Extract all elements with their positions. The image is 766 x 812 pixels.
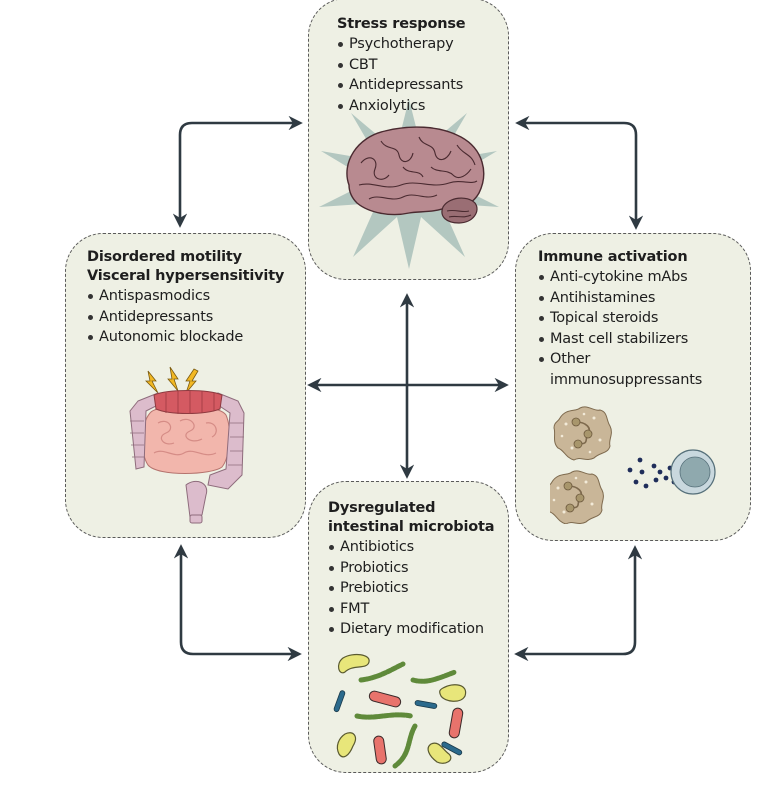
arrow-stress-immune [515, 115, 644, 230]
mast-cell-icon [553, 406, 612, 461]
immune-activation-title: Immune activation [538, 249, 688, 265]
immune-cells-icon [550, 406, 716, 524]
microbiota-node: Dysregulated intestinal microbiota Antib… [308, 481, 509, 773]
lymphocyte-icon [670, 449, 716, 495]
treatment-item: Autonomic blockade [87, 327, 284, 348]
treatment-item: Mast cell stabilizers [538, 329, 702, 350]
intestine-icon [129, 366, 245, 524]
immune-treatments: Anti-cytokine mAbs Antihistamines Topica… [538, 267, 702, 390]
motility-treatments: Antispasmodics Antidepressants Autonomic… [87, 286, 284, 348]
treatment-item: Antispasmodics [87, 286, 284, 307]
motility-title-line2: Visceral hypersensitivity [87, 268, 285, 284]
arrow-immune-microbiota [514, 545, 643, 662]
disordered-motility-node: Disordered motility Visceral hypersensit… [65, 233, 306, 538]
treatment-item: Anti-cytokine mAbs [538, 267, 702, 288]
treatment-item: Dietary modification [328, 619, 494, 640]
treatment-item: CBT [337, 55, 465, 76]
bacteria-icon [333, 653, 467, 769]
mast-cell-icon [550, 470, 604, 524]
treatment-item: Other [538, 349, 702, 370]
treatment-item: Prebiotics [328, 578, 494, 599]
microbiota-treatments: Antibiotics Probiotics Prebiotics FMT Di… [328, 537, 494, 640]
arrow-stress-motility [172, 115, 303, 228]
brain-icon [346, 126, 485, 224]
stress-response-title: Stress response [337, 16, 466, 32]
treatment-item: Antidepressants [87, 307, 284, 328]
arrow-motility-microbiota [173, 544, 302, 662]
microbiota-title-line2: intestinal microbiota [328, 519, 495, 535]
treatment-item-continuation: immunosuppressants [550, 371, 703, 388]
treatment-item: Antidepressants [337, 75, 465, 96]
stress-response-treatments: Psychotherapy CBT Antidepressants Anxiol… [337, 34, 465, 116]
treatment-item: Probiotics [328, 558, 494, 579]
treatment-item: FMT [328, 599, 494, 620]
mediator-particles [627, 457, 677, 489]
treatment-item: Antihistamines [538, 288, 702, 309]
stress-response-node: Stress response Psychotherapy CBT Antide… [308, 0, 509, 280]
motility-title-line1: Disordered motility [87, 249, 242, 265]
treatment-item: Antibiotics [328, 537, 494, 558]
lightning-icon [145, 366, 199, 394]
microbiota-title-line1: Dysregulated [328, 500, 436, 516]
treatment-item: Anxiolytics [337, 96, 465, 117]
immune-activation-node: Immune activation Anti-cytokine mAbs Ant… [515, 233, 751, 541]
treatment-item: Topical steroids [538, 308, 702, 329]
treatment-item: Psychotherapy [337, 34, 465, 55]
